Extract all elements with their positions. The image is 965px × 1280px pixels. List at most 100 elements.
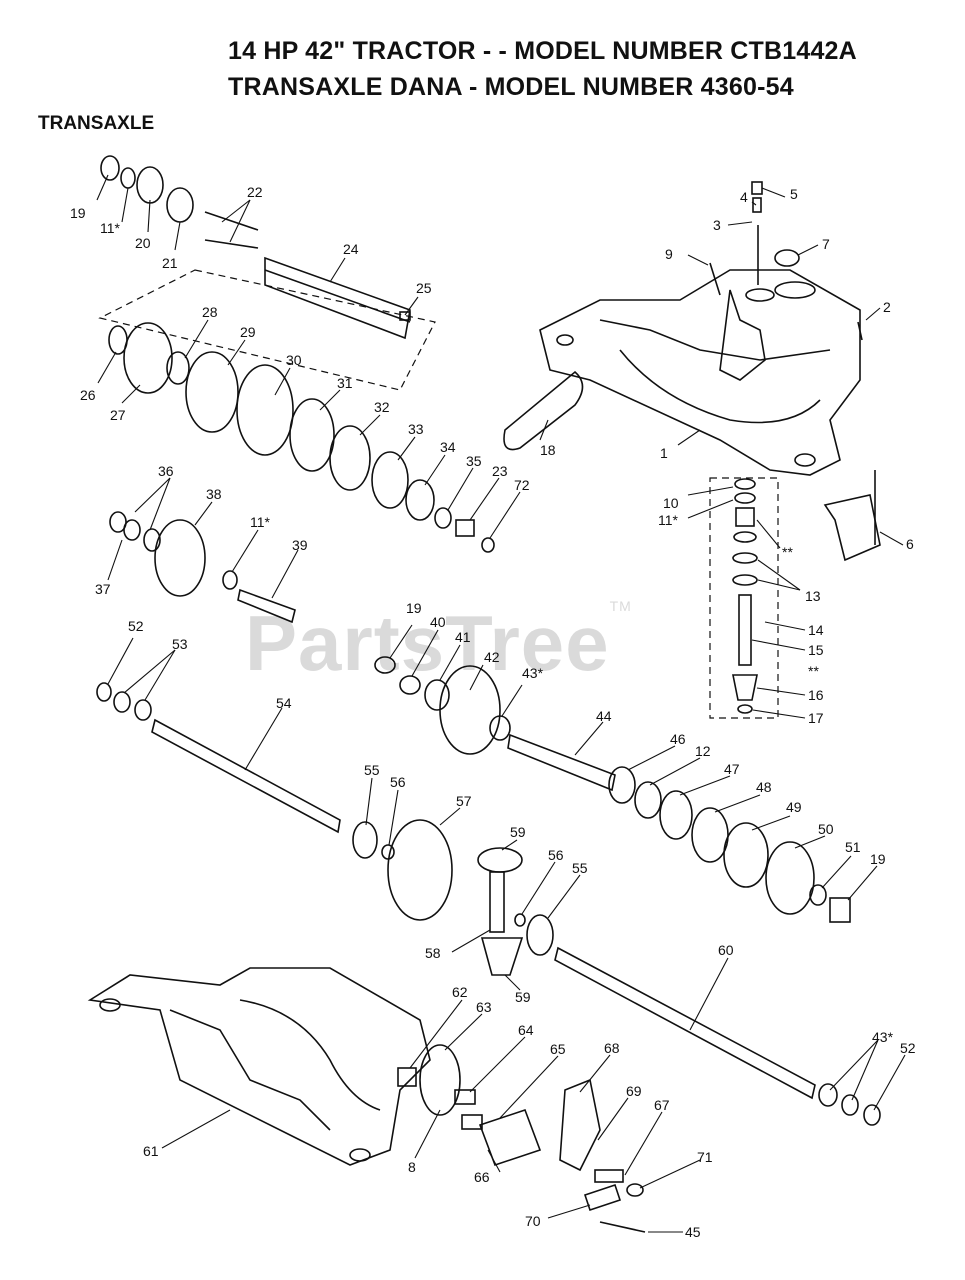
upper-housing-drawing — [539, 181, 863, 476]
section-heading: TRANSAXLE — [38, 113, 155, 134]
callout-8: 8 — [408, 1159, 416, 1175]
axle-shafts-drawing — [96, 656, 881, 1126]
callout-16: 16 — [808, 687, 824, 703]
callout-42: 42 — [484, 649, 500, 665]
callout-68: 68 — [604, 1040, 620, 1056]
callout-58: 58 — [425, 945, 441, 961]
callout-45: 45 — [685, 1224, 701, 1240]
input-shaft-drawing — [100, 155, 411, 340]
callout-40: 40 — [430, 614, 446, 630]
callout-13: 13 — [805, 588, 821, 604]
callout-43-star-lower: 43* — [872, 1029, 894, 1045]
callout-44: 44 — [596, 708, 612, 724]
callout-52: 52 — [128, 618, 144, 634]
callout-17: 17 — [808, 710, 824, 726]
callout-3: 3 — [713, 217, 721, 233]
callout-56-right: 56 — [548, 847, 564, 863]
callout-26: 26 — [80, 387, 96, 403]
callout-72: 72 — [514, 477, 530, 493]
callout-23: 23 — [492, 463, 508, 479]
watermark-mark: TM — [609, 598, 632, 614]
callout-11-star-idler: 11* — [250, 514, 271, 530]
callout-70: 70 — [525, 1213, 541, 1229]
callout-64: 64 — [518, 1022, 534, 1038]
callout-36: 36 — [158, 463, 174, 479]
callout-67: 67 — [654, 1097, 670, 1113]
callout-10: 10 — [663, 495, 679, 511]
parts-tree-watermark: PartsTreeTM — [245, 598, 632, 689]
lower-housing-drawing — [87, 967, 646, 1233]
callout-19-mid: 19 — [406, 600, 422, 616]
idler-gear-drawing — [109, 511, 296, 624]
callout-25: 25 — [416, 280, 432, 296]
callout-34: 34 — [440, 439, 456, 455]
callout-21: 21 — [162, 255, 178, 271]
brake-group-box — [709, 477, 779, 719]
callout-39: 39 — [292, 537, 308, 553]
callout-15: 15 — [808, 642, 824, 658]
callout-27: 27 — [110, 407, 126, 423]
callout-leaders — [96, 174, 906, 1233]
callout-60: 60 — [718, 942, 734, 958]
callout-18: 18 — [540, 442, 556, 458]
callout-double-star-lower: ** — [808, 663, 819, 679]
callout-41: 41 — [455, 629, 471, 645]
callout-54: 54 — [276, 695, 292, 711]
callout-69: 69 — [626, 1083, 642, 1099]
callout-19: 19 — [70, 205, 86, 221]
callout-6: 6 — [906, 536, 914, 552]
callout-61: 61 — [143, 1143, 159, 1159]
callout-22: 22 — [247, 184, 263, 200]
callout-66: 66 — [474, 1169, 490, 1185]
callout-30: 30 — [286, 352, 302, 368]
diagram-title-line2: TRANSAXLE DANA - MODEL NUMBER 4360-54 — [228, 73, 794, 101]
callout-31: 31 — [337, 375, 353, 391]
callout-55-right: 55 — [572, 860, 588, 876]
callout-49: 49 — [786, 799, 802, 815]
callout-2: 2 — [883, 299, 891, 315]
callout-11-star: 11* — [100, 220, 121, 236]
callout-71: 71 — [697, 1149, 713, 1165]
callout-7: 7 — [822, 236, 830, 252]
callout-46: 46 — [670, 731, 686, 747]
callout-48: 48 — [756, 779, 772, 795]
callout-14: 14 — [808, 622, 824, 638]
callout-double-star-upper: ** — [782, 544, 793, 560]
callout-62: 62 — [452, 984, 468, 1000]
callout-65: 65 — [550, 1041, 566, 1057]
callout-29: 29 — [240, 324, 256, 340]
callout-37: 37 — [95, 581, 111, 597]
callout-24: 24 — [343, 241, 359, 257]
drive-chain-drawing — [503, 370, 584, 451]
callout-52-lower: 52 — [900, 1040, 916, 1056]
callout-53: 53 — [172, 636, 188, 652]
callout-55: 55 — [364, 762, 380, 778]
input-shaft-group-box — [98, 269, 436, 391]
callout-11-star-brake: 11* — [658, 512, 679, 528]
brake-stack-drawing — [732, 470, 881, 714]
callout-28: 28 — [202, 304, 218, 320]
callout-51: 51 — [845, 839, 861, 855]
callout-5: 5 — [790, 186, 798, 202]
callout-59-lower: 59 — [515, 989, 531, 1005]
gear-stack-drawing — [108, 322, 495, 553]
callout-33: 33 — [408, 421, 424, 437]
callout-9: 9 — [665, 246, 673, 262]
callout-63: 63 — [476, 999, 492, 1015]
callout-38: 38 — [206, 486, 222, 502]
callout-56: 56 — [390, 774, 406, 790]
callout-57: 57 — [456, 793, 472, 809]
callout-50: 50 — [818, 821, 834, 837]
callout-20: 20 — [135, 235, 151, 251]
callout-labels: 19 11* 20 21 22 24 25 26 27 28 29 30 31 … — [70, 184, 916, 1240]
callout-32: 32 — [374, 399, 390, 415]
callout-59: 59 — [510, 824, 526, 840]
callout-12: 12 — [695, 743, 711, 759]
watermark-text: PartsTree — [245, 599, 610, 687]
diagram-title-line1: 14 HP 42" TRACTOR - - MODEL NUMBER CTB14… — [228, 37, 857, 65]
callout-1: 1 — [660, 445, 668, 461]
callout-47: 47 — [724, 761, 740, 777]
callout-19-right: 19 — [870, 851, 886, 867]
callout-4: 4 — [740, 189, 748, 205]
